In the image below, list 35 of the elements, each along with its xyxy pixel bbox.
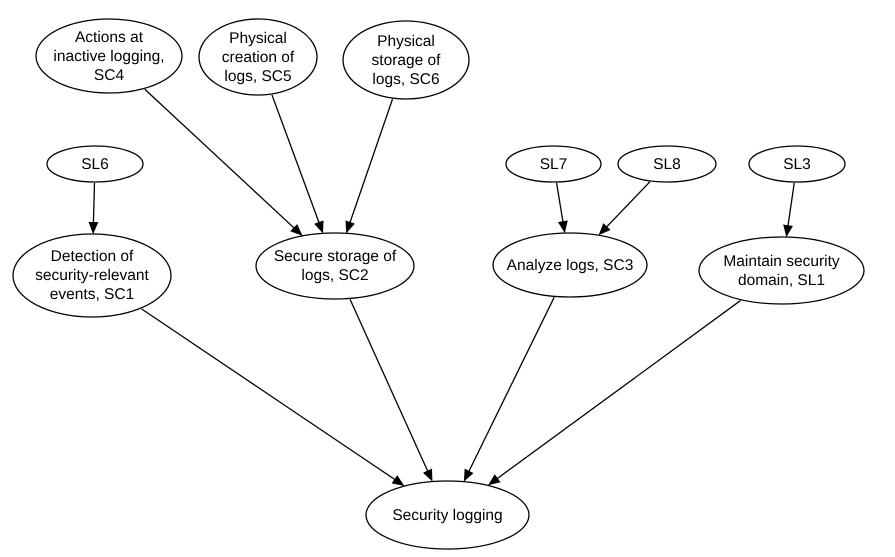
node-label: SL3 <box>782 154 812 174</box>
arrow <box>488 300 741 486</box>
arrow <box>598 181 650 236</box>
ellipse-node <box>698 236 865 305</box>
ellipse-node <box>35 18 183 94</box>
arrow <box>556 182 568 234</box>
arrow <box>783 182 795 238</box>
arrow <box>345 98 394 234</box>
ellipse-node <box>46 145 144 183</box>
node-label: Security logging <box>391 506 504 524</box>
node-label: Analyze logs, SC3 <box>506 256 634 274</box>
node-label: Secure storage of logs, SC2 <box>272 247 398 285</box>
arrow <box>144 88 302 236</box>
ellipse-node <box>342 20 470 100</box>
ellipse-node <box>198 18 318 96</box>
ellipse-node <box>505 145 602 183</box>
node-label: Detection of security-relevant events, SC1 <box>34 247 150 304</box>
node-label: Actions at inactive logging, SC4 <box>52 28 166 84</box>
arrow <box>350 299 433 482</box>
node-label: Maintain security domain, SL1 <box>722 252 841 290</box>
ellipse-node <box>617 145 717 183</box>
arrow <box>141 308 404 486</box>
node-label: SL8 <box>652 154 682 174</box>
arrow <box>88 182 98 234</box>
ellipse-node <box>492 232 648 298</box>
node-label: Physical creation of logs, SC5 <box>220 28 296 86</box>
node-label: SL7 <box>538 154 568 174</box>
ellipse-node <box>255 232 415 300</box>
node-label: SL6 <box>80 154 110 174</box>
arrow <box>464 297 555 482</box>
node-label: Physical storage of logs, SC6 <box>370 32 442 88</box>
ellipse-node <box>12 233 172 318</box>
ellipse-node <box>748 145 846 183</box>
ellipse-node <box>365 480 530 550</box>
arrow <box>271 94 324 234</box>
